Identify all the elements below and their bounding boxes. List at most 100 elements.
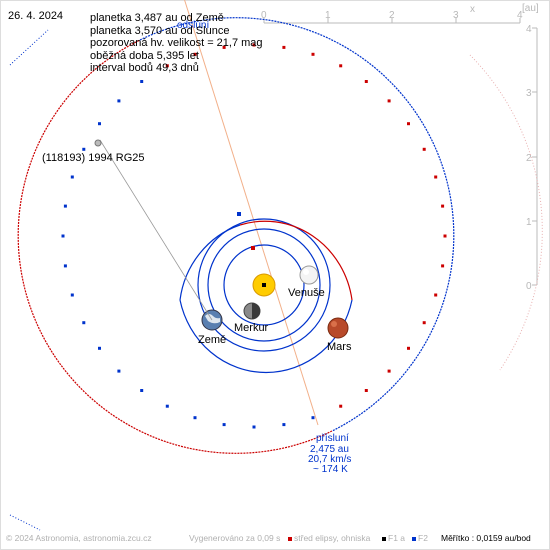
mars-orbit-arc-red — [239, 220, 353, 301]
asteroid-marker — [94, 139, 102, 147]
legend-ellipse: střed elipsy, ohniska — [288, 533, 370, 543]
earth-orbit — [197, 218, 331, 352]
generation-time: Vygenerováno za 0,09 s — [189, 533, 281, 543]
perihelion-label: přísluní — [316, 433, 349, 444]
mars-planet — [327, 317, 349, 339]
orbit-point — [311, 416, 315, 420]
mars-orbit-arc-blue-2 — [179, 224, 241, 301]
focus-f2 — [237, 212, 241, 216]
orbit-point — [140, 80, 144, 83]
info-line-sun-distance: planetka 3,570 au od Slunce — [90, 24, 230, 37]
orbit-point — [117, 369, 121, 373]
orbit-point — [63, 204, 67, 208]
orbit-point — [252, 43, 256, 47]
legend-blue-square-icon — [412, 536, 416, 541]
y-tick-4: 4 — [526, 24, 532, 35]
x-axis-name: x — [470, 4, 475, 15]
orbit-point — [407, 346, 410, 350]
orbit-point — [434, 175, 438, 179]
orbit-point — [434, 293, 438, 297]
corner-trace-top — [9, 29, 49, 66]
orbit-point — [443, 234, 447, 238]
orbit-point — [311, 52, 315, 56]
x-tick-3: 3 — [453, 10, 459, 21]
asteroid-orbit-near — [139, 17, 455, 432]
mercury-label: Merkur — [234, 322, 269, 334]
venus-label: Venuše — [288, 287, 325, 299]
y-tick-1: 1 — [526, 217, 532, 228]
orbit-point — [222, 423, 226, 427]
orbit-point — [70, 175, 74, 179]
copyright-link[interactable]: © 2024 Astronomia, astronomia.zcu.cz — [6, 533, 152, 543]
asteroid-label: (118193) 1994 RG25 — [42, 152, 145, 164]
orbit-point — [98, 346, 101, 350]
orbit-point — [61, 234, 65, 238]
venus-planet — [299, 265, 319, 285]
perihelion-distance: 2,475 au — [310, 444, 349, 455]
orbit-point — [165, 64, 169, 68]
legend-f2: F2 — [412, 533, 428, 543]
y-tick-0: 0 — [526, 281, 532, 292]
orbit-point — [282, 45, 286, 49]
orbit-point — [70, 293, 74, 297]
corner-trace-bottom — [9, 514, 41, 531]
info-line-interval: interval bodů 49,3 dnů — [90, 62, 199, 74]
ellipse-center — [251, 246, 255, 250]
orbit-point — [165, 404, 169, 408]
info-line-magnitude: pozorovaná hv. velikost = 21,7 mag — [90, 37, 263, 49]
orbit-point — [63, 264, 67, 268]
axes — [263, 18, 538, 286]
perihelion-temperature: ~ 174 K — [313, 464, 348, 475]
sun — [252, 273, 276, 297]
orbit-point-markers — [61, 43, 447, 429]
orbit-point — [407, 122, 410, 126]
scale-label: Měřítko : 0,0159 au/bod — [441, 533, 531, 543]
legend-f1: F1 a — [382, 533, 405, 543]
x-tick-2: 2 — [389, 10, 395, 21]
axis-unit: [au] — [522, 3, 539, 14]
orbit-point — [193, 416, 197, 420]
sight-line — [99, 139, 213, 321]
legend-black-square-icon — [382, 536, 386, 541]
aphelion-label: odsluní — [177, 20, 209, 31]
orbit-point — [422, 321, 426, 325]
x-tick-4: 4 — [517, 10, 523, 21]
x-tick-0: 0 — [261, 10, 267, 21]
earth-label: Země — [198, 334, 226, 346]
info-line-earth-distance: planetka 3,487 au od Země — [90, 12, 224, 24]
perihelion-speed: 20,7 km/s — [308, 454, 351, 465]
orbit-point — [82, 321, 86, 325]
mars-label: Mars — [327, 341, 352, 353]
orbit-point — [441, 264, 445, 268]
orbit-point — [282, 423, 286, 427]
info-line-period: oběžná doba 5,395 let — [90, 49, 199, 62]
faint-outer-arc — [469, 54, 543, 371]
y-tick-3: 3 — [526, 88, 532, 99]
orbit-point — [193, 52, 197, 56]
apsis-line — [184, 0, 319, 426]
orbit-point — [387, 99, 391, 103]
legend-red-square-icon — [288, 536, 292, 541]
orbit-point — [140, 389, 144, 392]
orbit-point — [339, 64, 343, 68]
x-tick-1: 1 — [325, 10, 331, 21]
orbit-point — [441, 204, 445, 208]
asteroid-orbit-far — [17, 39, 333, 454]
y-tick-2: 2 — [526, 153, 532, 164]
orbit-point — [339, 404, 343, 408]
orbit-point — [364, 389, 368, 392]
orbit-point — [222, 45, 226, 49]
orbit-point — [364, 80, 368, 83]
mercury-planet — [243, 302, 261, 320]
mercury-orbit — [223, 244, 305, 326]
venus-orbit — [207, 228, 321, 342]
orbit-point — [82, 147, 86, 151]
orbit-point — [422, 147, 426, 151]
info-panel: planetka 3,487 au od Země planetka 3,570… — [90, 12, 263, 75]
orbit-point — [387, 369, 391, 373]
orbit-point — [98, 122, 101, 126]
orbit-point — [252, 425, 256, 429]
